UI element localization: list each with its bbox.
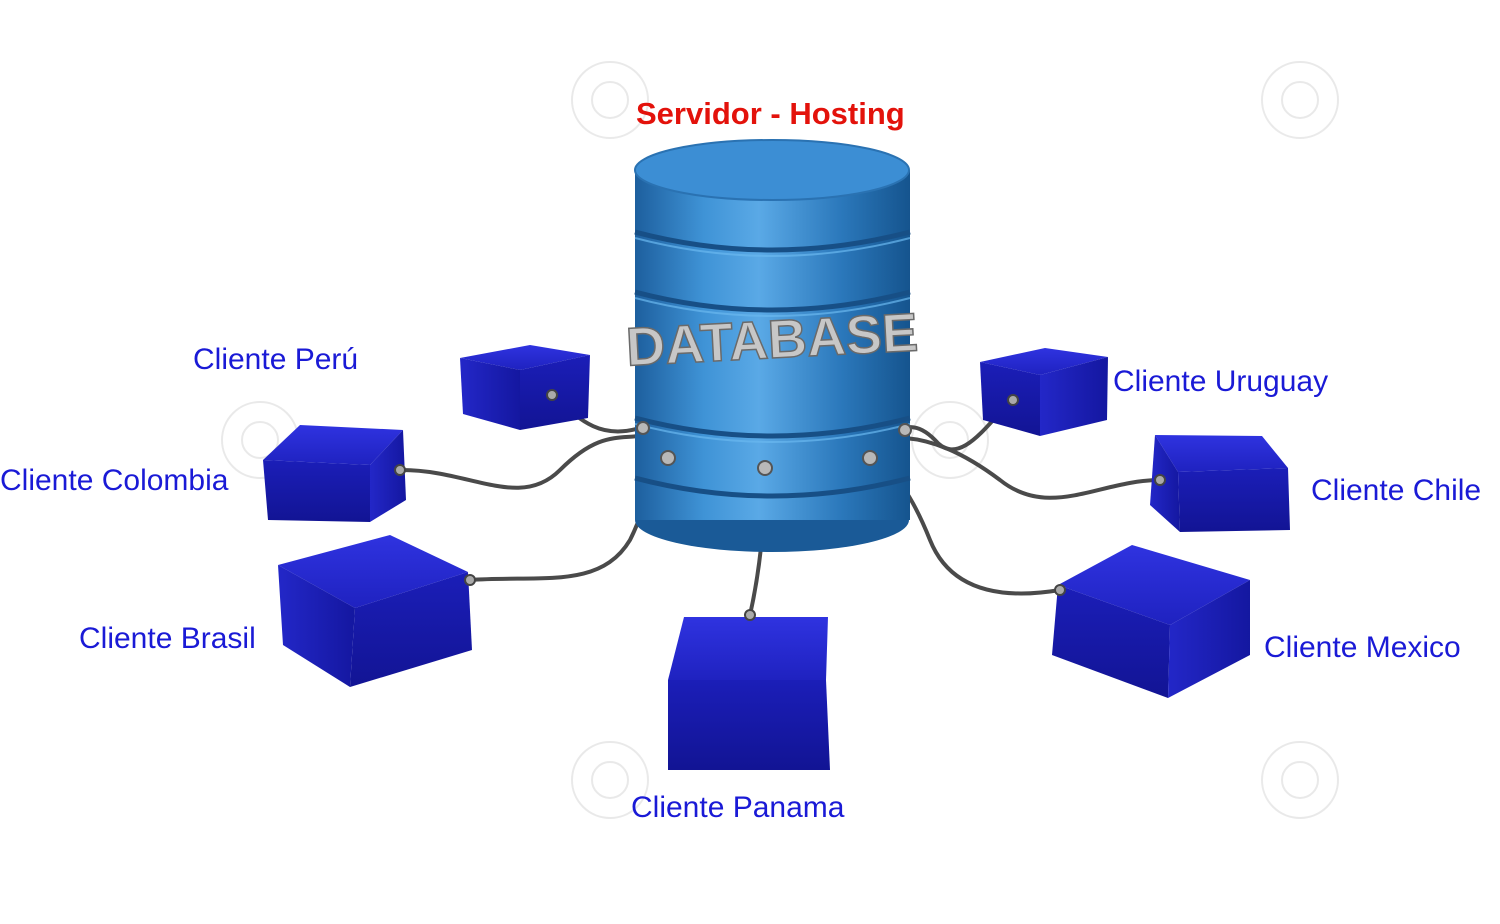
client-label-brasil: Cliente Brasil [79, 624, 256, 654]
port [899, 424, 911, 436]
watermark-logo [1262, 62, 1338, 138]
port [661, 451, 675, 465]
client-label-panama: Cliente Panama [631, 793, 844, 823]
client-label-colombia: Cliente Colombia [0, 466, 228, 496]
watermark-logo [1262, 742, 1338, 818]
port [758, 461, 772, 475]
client-box-mexico [1052, 545, 1250, 698]
client-box-chile [1150, 435, 1290, 532]
server-title: Servidor - Hosting [636, 98, 905, 129]
port [863, 451, 877, 465]
client-label-chile: Cliente Chile [1311, 476, 1481, 506]
client-box-uruguay [980, 348, 1108, 436]
port [637, 422, 649, 434]
client-label-peru: Cliente Perú [193, 345, 358, 375]
client-box-brasil [278, 535, 475, 687]
client-box-colombia [263, 425, 406, 522]
cable-colombia [402, 435, 645, 488]
client-label-mexico: Cliente Mexico [1264, 633, 1461, 663]
client-box-panama [668, 610, 830, 770]
client-label-uruguay: Cliente Uruguay [1113, 367, 1328, 397]
cable-chile [905, 438, 1160, 498]
client-box-peru [460, 345, 590, 430]
